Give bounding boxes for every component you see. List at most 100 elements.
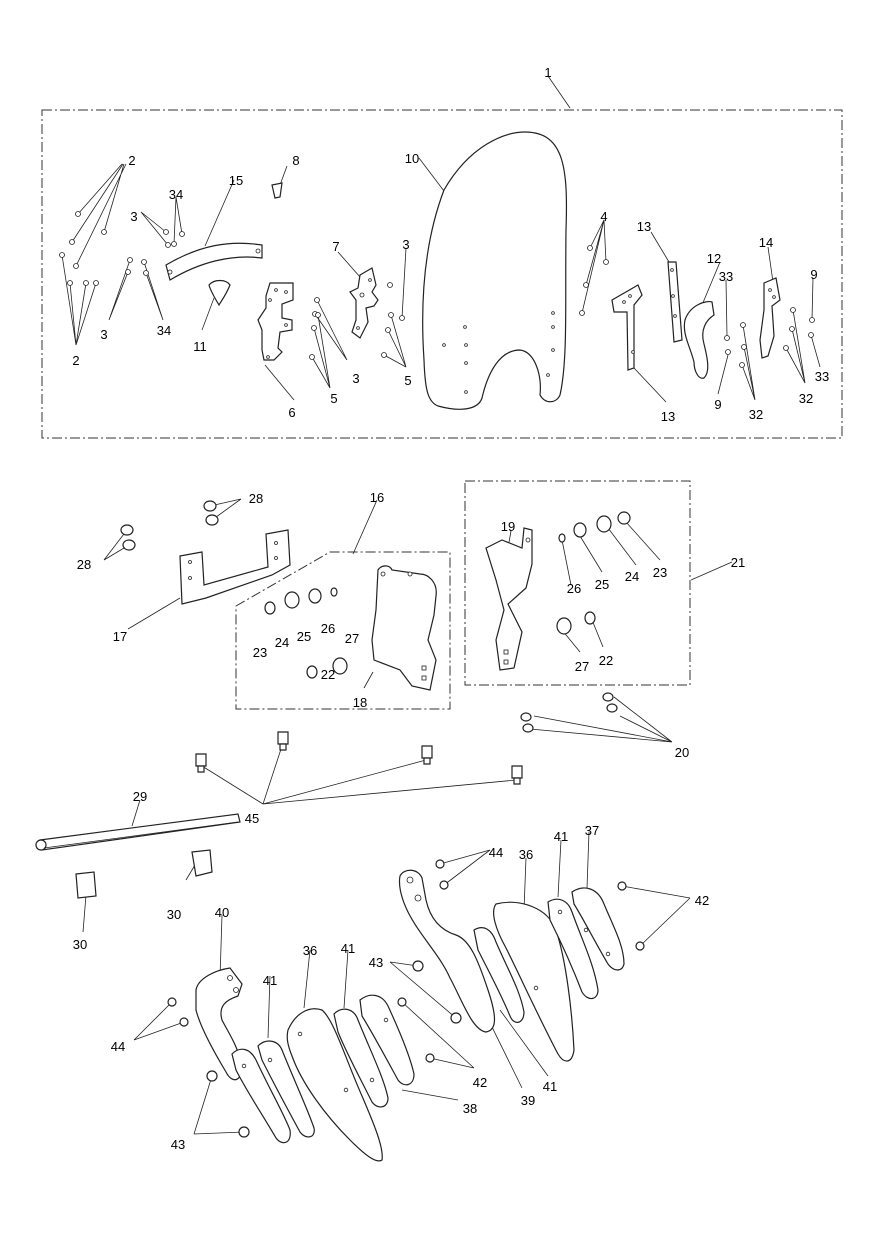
deflector-strip-l3 [333,1008,389,1108]
deflector-strip-l2 [257,1040,315,1138]
part-label-41: 41 [543,1079,557,1094]
bushings-21 [556,511,631,635]
clip-a [191,849,213,877]
part-label-3: 3 [352,371,359,386]
part-label-2: 2 [72,353,79,368]
part-label-7: 7 [332,239,339,254]
part-label-12: 12 [707,251,721,266]
part-label-5: 5 [404,373,411,388]
part-label-42: 42 [473,1075,487,1090]
part-label-16: 16 [370,490,384,505]
part-label-1: 1 [544,65,551,80]
part-label-3: 3 [402,237,409,252]
part-label-32: 32 [749,407,763,422]
fasteners-bottom [167,859,645,1138]
part-label-9: 9 [810,267,817,282]
part-label-5: 5 [330,391,337,406]
bushings-16 [264,587,348,679]
part-label-27: 27 [575,659,589,674]
part-label-24: 24 [625,569,639,584]
part-label-21: 21 [731,555,745,570]
part-label-41: 41 [341,941,355,956]
windscreen [422,131,568,410]
part-label-3: 3 [100,327,107,342]
part-label-34: 34 [169,187,183,202]
kit-16-group-box [235,551,451,710]
bracket-plate-right [485,527,533,671]
part-label-40: 40 [215,905,229,920]
leader-lines [61,75,821,1135]
bolts-45 [195,731,523,785]
part-label-13: 13 [661,409,675,424]
part-label-43: 43 [171,1137,185,1152]
part-label-38: 38 [463,1101,477,1116]
deflector-panel-l2 [359,994,415,1086]
part-label-22: 22 [599,653,613,668]
clip-b [75,871,97,899]
part-label-20: 20 [675,745,689,760]
part-label-25: 25 [297,629,311,644]
strip-bracket [667,261,683,343]
deflector-strip-r1 [473,927,525,1023]
part-label-33: 33 [719,269,733,284]
part-label-4: 4 [600,209,607,224]
part-label-41: 41 [554,829,568,844]
deflector-arm-left [195,967,243,1081]
part-label-32: 32 [799,391,813,406]
arc-bracket [165,242,263,281]
part-label-3: 3 [130,209,137,224]
fasteners-20 [520,692,618,733]
kit-21-group-box [464,480,691,686]
kit-1-group-box [41,109,843,439]
mount-bracket-right [349,267,379,339]
deflector-strip-r2 [547,898,599,1000]
washers-28 [120,500,219,551]
part-label-14: 14 [759,235,773,250]
fasteners-top [59,211,815,368]
part-label-44: 44 [111,1039,125,1054]
part-label-23: 23 [653,565,667,580]
deflector-panel-r2 [571,887,625,971]
part-label-18: 18 [353,695,367,710]
part-label-25: 25 [595,577,609,592]
part-label-27: 27 [345,631,359,646]
part-label-42: 42 [695,893,709,908]
part-label-28: 28 [249,491,263,506]
part-label-43: 43 [369,955,383,970]
part-label-30: 30 [167,907,181,922]
part-label-41: 41 [263,973,277,988]
part-label-13: 13 [637,219,651,234]
part-label-22: 22 [321,667,335,682]
part-label-26: 26 [567,581,581,596]
part-label-8: 8 [292,153,299,168]
part-label-10: 10 [405,151,419,166]
part-label-37: 37 [585,823,599,838]
part-label-15: 15 [229,173,243,188]
grommet [271,182,283,199]
part-label-6: 6 [288,405,295,420]
part-label-34: 34 [157,323,171,338]
part-label-24: 24 [275,635,289,650]
part-labels: 1223333343415811675510413131214333399323… [72,65,829,1152]
mount-bracket-left [257,282,294,361]
l-bracket-left [611,284,643,371]
part-label-39: 39 [521,1093,535,1108]
deflector-strip-l1 [231,1048,291,1144]
part-label-29: 29 [133,789,147,804]
part-label-17: 17 [113,629,127,644]
deflector-arm-right [398,869,496,1033]
part-label-11: 11 [193,339,207,354]
part-label-36: 36 [303,943,317,958]
part-label-28: 28 [77,557,91,572]
crossbar-bracket [179,529,291,605]
bracket-plate-left [371,565,437,691]
part-label-26: 26 [321,621,335,636]
part-label-44: 44 [489,845,503,860]
part-label-30: 30 [73,937,87,952]
part-label-45: 45 [245,811,259,826]
triangle-pad [208,279,231,307]
part-label-23: 23 [253,645,267,660]
part-label-36: 36 [519,847,533,862]
